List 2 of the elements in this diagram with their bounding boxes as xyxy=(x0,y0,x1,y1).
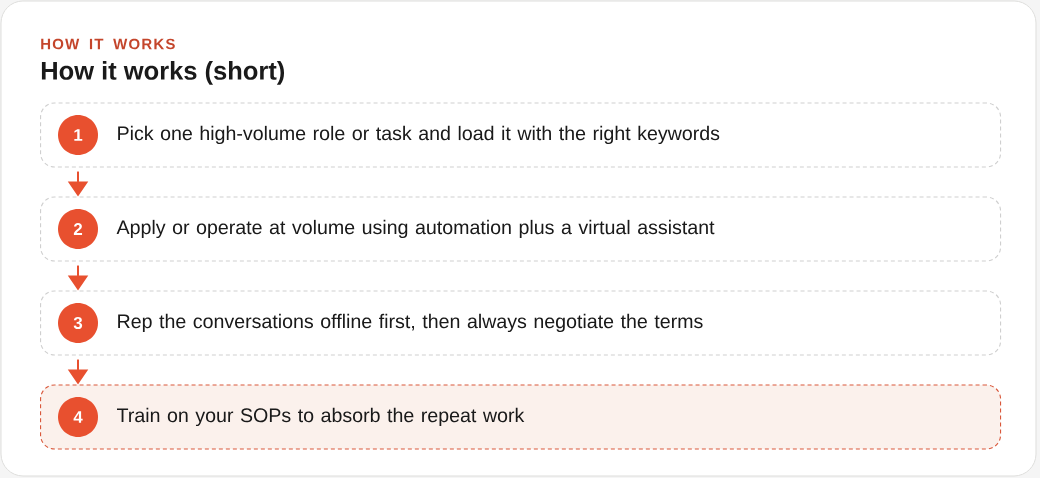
title: How it works (short) xyxy=(41,61,284,85)
section-label: HOW IT WORKS xyxy=(41,38,175,50)
